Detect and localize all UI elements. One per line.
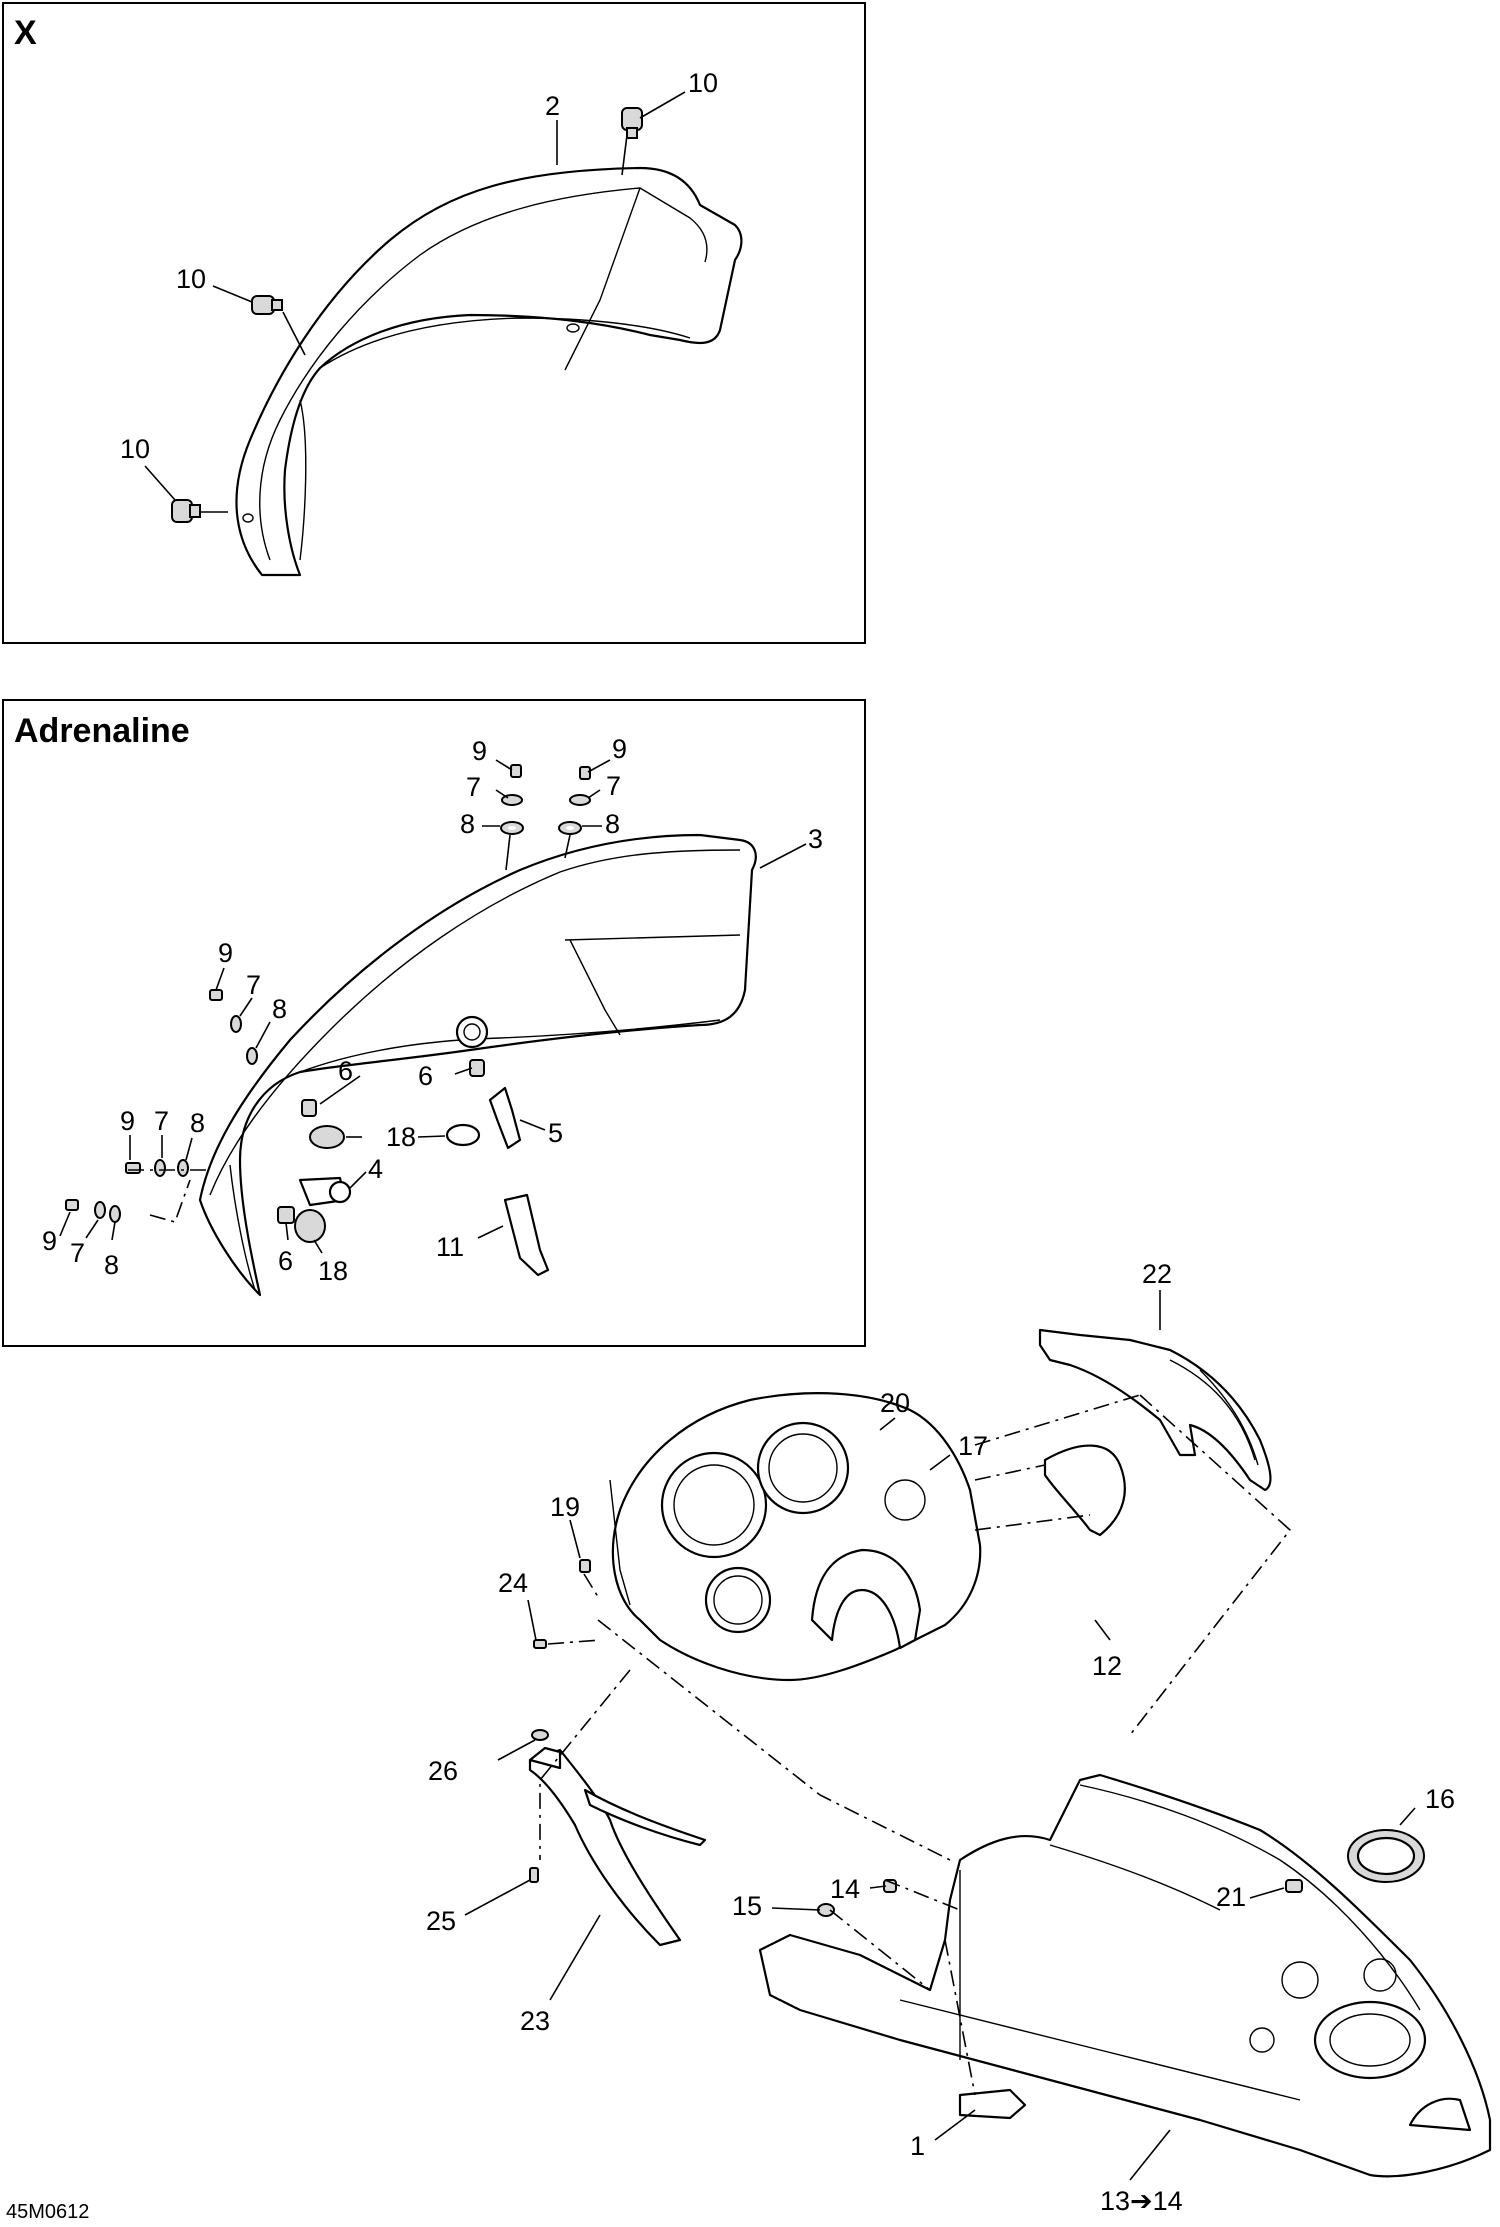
callout-m-25: 25 [426, 1906, 456, 1936]
callout-a-9b: 9 [612, 734, 627, 764]
panel-adrenaline: Adrenaline [2, 699, 866, 1347]
callout-m-16: 16 [1425, 1784, 1455, 1814]
leader-x-10b2 [282, 311, 306, 356]
panel-adrenaline-frame [2, 699, 866, 1347]
callout-a-9c: 9 [218, 938, 233, 968]
callout-x-10b: 10 [176, 264, 206, 294]
callout-a-4: 4 [368, 1154, 383, 1184]
callout-m-12: 12 [1092, 1651, 1122, 1681]
callout-a-7e: 7 [70, 1238, 85, 1268]
callout-a-9a: 9 [472, 736, 487, 766]
panel-adrenaline-title: Adrenaline [14, 712, 190, 750]
part-16-ring [1347, 1829, 1425, 1883]
callout-a-3: 3 [808, 824, 823, 854]
callout-m-19: 19 [550, 1492, 580, 1522]
callout-a-6a: 6 [338, 1056, 353, 1086]
callout-a-8d: 8 [190, 1108, 205, 1138]
part-1-plate [958, 2088, 1027, 2120]
callout-a-5: 5 [548, 1118, 563, 1148]
callout-m-20: 20 [880, 1388, 910, 1418]
part-13-base [758, 1773, 1492, 2178]
callout-a-7c: 7 [246, 970, 261, 1000]
callout-a-18b: 18 [318, 1256, 348, 1286]
callout-a-7a: 7 [466, 772, 481, 802]
callout-a-18a: 18 [386, 1122, 416, 1152]
callout-m-26: 26 [428, 1756, 458, 1786]
panel-x-title: X [14, 14, 37, 52]
callout-a-6c: 6 [278, 1246, 293, 1276]
panel-x-frame [2, 2, 866, 644]
callout-m-23: 23 [520, 2006, 550, 2036]
callout-x-10a: 10 [688, 68, 718, 98]
part-20-17-console [609, 1392, 982, 1682]
part-19-screw [579, 1559, 591, 1573]
assembly-lines [539, 1394, 1292, 2096]
callout-a-8a: 8 [460, 809, 475, 839]
callout-a-11: 11 [436, 1232, 464, 1262]
callout-a-7d: 7 [154, 1106, 169, 1136]
callout-a-8c: 8 [272, 994, 287, 1024]
leaders-adrenaline [59, 759, 807, 1254]
callout-a-9d: 9 [120, 1106, 135, 1136]
leaders-main [464, 1290, 1416, 2181]
part-24-screw [533, 1639, 547, 1649]
windshield-x [235, 166, 743, 577]
callout-a-7b: 7 [606, 771, 621, 801]
callout-x-10c: 10 [120, 434, 150, 464]
clip-10-low [171, 499, 201, 523]
callout-a-8b: 8 [605, 809, 620, 839]
callout-m-24: 24 [498, 1568, 528, 1598]
figure-code: 45M0612 [6, 2201, 89, 2223]
callout-m-14: 14 [830, 1874, 860, 1904]
part-15-screw [817, 1903, 835, 1917]
main-assembly: 22 20 17 19 24 12 26 16 14 21 15 25 23 1… [426, 1259, 1492, 2216]
part-21-nut [1285, 1879, 1303, 1893]
leader-x-10a [639, 91, 686, 119]
callout-a-6b: 6 [418, 1061, 433, 1091]
part-22-cover [1038, 1328, 1272, 1492]
leader-x-10a2 [621, 134, 628, 176]
callout-m-15: 15 [732, 1891, 762, 1921]
callout-a-9e: 9 [42, 1226, 57, 1256]
part-25-screw [529, 1867, 539, 1883]
callout-m-1: 1 [910, 2131, 925, 2161]
leader-x-10c [144, 465, 176, 501]
callout-x-2: 2 [545, 91, 560, 121]
part-12-cap [1043, 1444, 1126, 1537]
callout-m-22: 22 [1142, 1259, 1172, 1289]
leader-x-10b [212, 285, 253, 303]
clip-10-mid [251, 295, 283, 315]
part-26-washer [531, 1729, 549, 1741]
part-23-deflector [528, 1746, 707, 1947]
callout-m-21: 21 [1216, 1882, 1246, 1912]
windshield-adrenaline [198, 833, 757, 1297]
panel-x: X 2 10 [2, 2, 866, 644]
callout-a-8e: 8 [104, 1250, 119, 1280]
callout-m-13-14: 13➔14 [1100, 2186, 1183, 2216]
clip-10-top [621, 107, 643, 139]
callout-m-17: 17 [958, 1431, 988, 1461]
